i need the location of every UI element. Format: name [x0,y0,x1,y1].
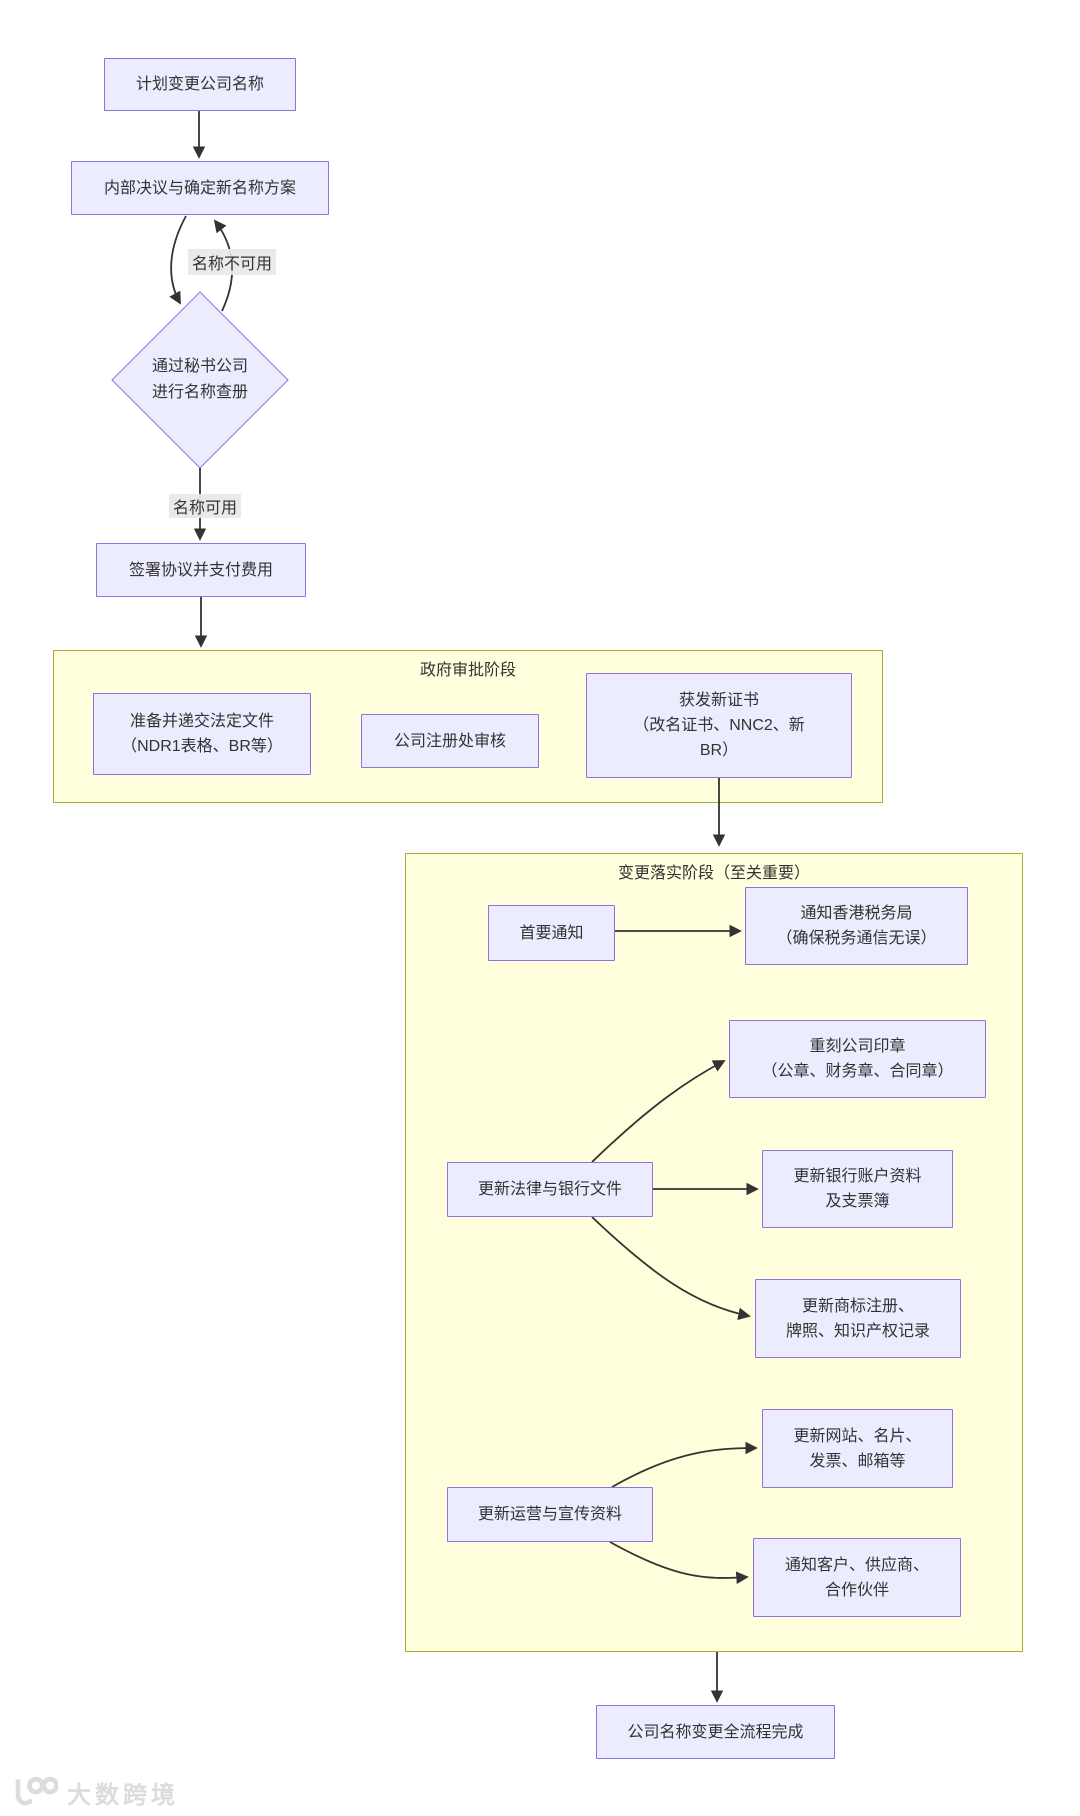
flowchart-node-process-complete: 公司名称变更全流程完成 [596,1705,835,1759]
group-title-implementation: 变更落实阶段（至关重要） [617,865,810,882]
flowchart-node-new-certificates: 获发新证书 （改名证书、NNC2、新 BR） [586,673,852,778]
node-line: BR） [699,742,739,759]
node-line: （改名证书、NNC2、新 [633,717,805,734]
node-line: 进行名称查册 [151,384,248,401]
flowchart-node-recarve-seals: 重刻公司印章 （公章、财务章、合同章） [729,1020,986,1098]
flowchart-node-name-search-label: 通过秘书公司 进行名称查册 [112,292,288,468]
flowchart-node-update-legal-bank-docs: 更新法律与银行文件 [447,1162,653,1217]
edge-label-name-available: 名称可用 [169,494,242,518]
edge-ops-to-web [611,1441,758,1488]
node-line: 重刻公司印章 [809,1038,906,1055]
flowchart-node-notify-tax-bureau: 通知香港税务局 （确保税务通信无误） [745,887,968,965]
flowchart-node-update-trademark-ip: 更新商标注册、 牌照、知识产权记录 [755,1279,961,1358]
node-label: 公司名称变更全流程完成 [627,1723,804,1741]
node-line: （确保税务通信无误） [776,930,937,947]
node-line: （公章、财务章、合同章） [761,1063,954,1080]
node-line: 合作伙伴 [824,1581,889,1599]
flowchart-node-update-bank-account: 更新银行账户资料 及支票簿 [762,1150,953,1228]
node-label: 更新运营与宣传资料 [477,1506,622,1523]
node-line: 获发新证书 [678,692,759,709]
node-line: 准备并递交法定文件 [129,713,274,730]
node-line: 通过秘书公司 [151,358,248,375]
edge-internal-to-search [169,215,187,305]
edge-ops-to-client [609,1541,749,1585]
node-label: 公司注册处审核 [393,732,506,750]
flowchart-node-plan: 计划变更公司名称 [104,58,296,111]
node-label: 更新法律与银行文件 [477,1181,622,1198]
edge-legal-to-ip [591,1216,751,1321]
node-line: （NDR1表格、BR等） [121,738,283,755]
node-label: 首要通知 [519,924,584,942]
flowchart-node-internal-resolution: 内部决议与确定新名称方案 [71,161,329,215]
watermark-text: 大数跨境 [67,1781,179,1809]
flowchart-node-update-website-cards: 更新网站、名片、 发票、邮箱等 [762,1409,953,1488]
flowchart-node-prepare-documents: 准备并递交法定文件 （NDR1表格、BR等） [93,693,311,775]
edge-legal-to-seal [591,1060,726,1163]
node-label: 签署协议并支付费用 [128,561,273,579]
node-line: 通知客户、供应商、 [784,1556,929,1574]
group-title-government-approval: 政府审批阶段 [419,662,516,679]
node-line: 更新网站、名片、 [793,1427,922,1445]
node-line: 更新银行账户资料 [793,1168,922,1185]
flowchart-node-update-operations-materials: 更新运营与宣传资料 [447,1487,653,1542]
edge-label-name-unavailable: 名称不可用 [188,249,277,275]
node-line: 发票、邮箱等 [809,1452,906,1470]
node-line: 更新商标注册、 [801,1297,914,1315]
flowchart-node-notify-clients-suppliers: 通知客户、供应商、 合作伙伴 [753,1538,961,1617]
flowchart-node-sign-agreement: 签署协议并支付费用 [96,543,306,597]
dashukuajing-logo-icon [15,1776,58,1806]
node-line: 牌照、知识产权记录 [785,1322,930,1340]
node-label: 计划变更公司名称 [135,76,264,93]
node-label: 内部决议与确定新名称方案 [103,179,296,197]
node-line: 通知香港税务局 [800,905,913,922]
node-line: 及支票簿 [825,1193,890,1210]
flowchart-node-primary-notification: 首要通知 [488,905,615,961]
flowchart-node-registry-review: 公司注册处审核 [361,714,539,768]
watermark: 大数跨境 [8,1774,179,1810]
